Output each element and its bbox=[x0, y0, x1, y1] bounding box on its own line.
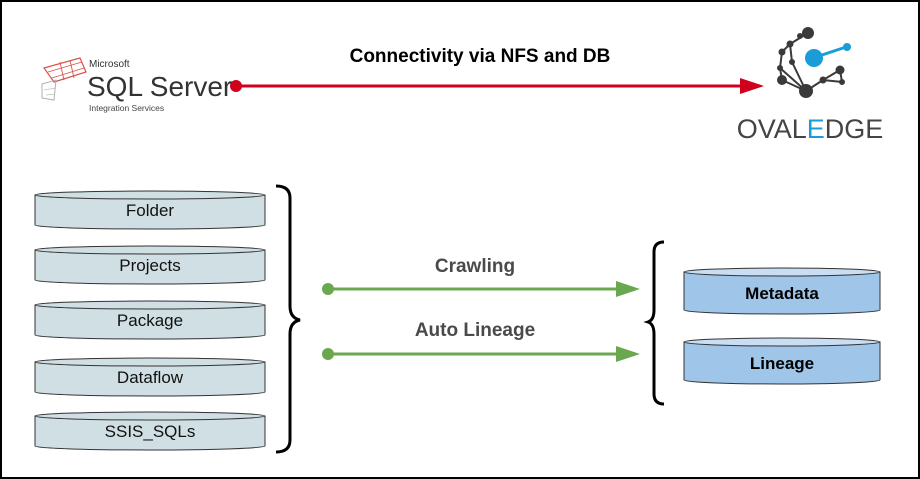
brand-e: E bbox=[807, 114, 825, 144]
vendor-label: Microsoft bbox=[89, 59, 130, 70]
source-cylinder-projects bbox=[34, 245, 266, 285]
source-cylinder-folder bbox=[34, 190, 266, 230]
brand-oval: OVAL bbox=[737, 114, 807, 144]
connection-arrow bbox=[230, 78, 764, 94]
brand-dge: DGE bbox=[825, 114, 884, 144]
ovaledge-network-logo-icon bbox=[777, 27, 845, 98]
source-objects-group bbox=[34, 190, 266, 451]
flow-arrow-crawling bbox=[322, 281, 640, 297]
output-group-brace bbox=[643, 240, 665, 406]
ovaledge-core-node-icon bbox=[805, 43, 851, 67]
flow-arrowhead bbox=[616, 281, 640, 297]
flow-label-crawling: Crawling bbox=[434, 256, 516, 277]
sql-server-logo-icon bbox=[41, 57, 87, 101]
source-cylinder-ssis-sqls bbox=[34, 411, 266, 451]
output-cylinder-metadata bbox=[683, 267, 881, 315]
source-label-projects: Projects bbox=[119, 256, 181, 275]
source-cylinder-package bbox=[34, 300, 266, 340]
product-subtitle: Integration Services bbox=[89, 103, 164, 113]
flow-arrow-auto-lineage bbox=[322, 346, 640, 362]
ovaledge-wordmark: OVALEDGE bbox=[737, 114, 884, 144]
flow-start-dot bbox=[322, 283, 334, 295]
output-label-lineage: Lineage bbox=[749, 354, 815, 373]
flow-arrows-group bbox=[322, 281, 640, 362]
output-objects-group bbox=[683, 267, 881, 385]
connection-start-dot bbox=[230, 80, 242, 92]
connection-arrowhead bbox=[740, 78, 764, 94]
source-label-ssis-sqls: SSIS_SQLs bbox=[104, 422, 196, 441]
source-label-folder: Folder bbox=[125, 201, 175, 220]
flow-label-auto-lineage: Auto Lineage bbox=[414, 320, 536, 341]
source-label-dataflow: Dataflow bbox=[116, 368, 184, 387]
product-label: SQL Server bbox=[87, 71, 232, 102]
output-cylinder-lineage bbox=[683, 337, 881, 385]
output-label-metadata: Metadata bbox=[745, 284, 819, 303]
source-label-package: Package bbox=[116, 311, 184, 330]
source-cylinder-dataflow bbox=[34, 357, 266, 397]
connectivity-title: Connectivity via NFS and DB bbox=[349, 46, 611, 67]
flow-arrowhead bbox=[616, 346, 640, 362]
source-group-brace bbox=[275, 184, 301, 454]
flow-start-dot bbox=[322, 348, 334, 360]
